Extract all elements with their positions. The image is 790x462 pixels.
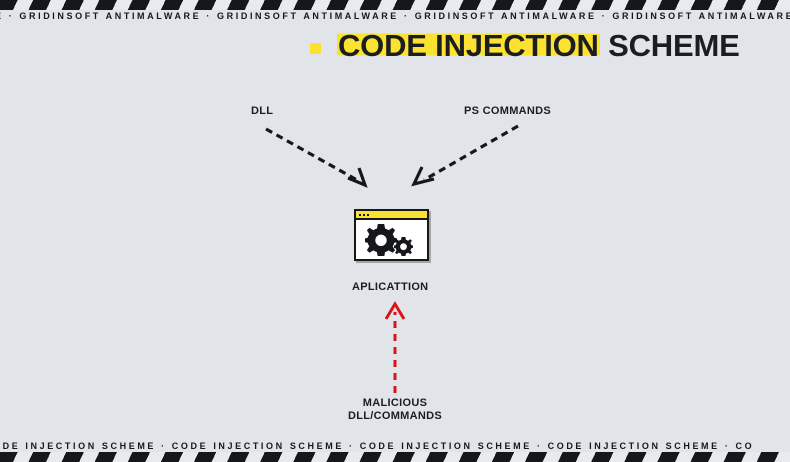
square-bullet-icon (310, 42, 321, 54)
page-title: CODE INJECTION SCHEME (310, 28, 740, 64)
hazard-stripe-bottom (0, 452, 790, 462)
gears-window-icon (354, 209, 429, 261)
marquee-bottom-text: ODE INJECTION SCHEME · CODE INJECTION SC… (0, 441, 755, 451)
label-malicious: MALICIOUS DLL/COMMANDS (336, 397, 454, 422)
arrow-dll (265, 127, 368, 188)
titlebar-dot (363, 213, 365, 216)
label-malicious-line2: DLL/COMMANDS (347, 409, 443, 422)
label-ps-commands: PS COMMANDS (464, 105, 552, 117)
arrow-ps-commands (411, 124, 519, 187)
page-title-text: CODE INJECTION SCHEME (337, 28, 740, 64)
arrow-malicious (384, 301, 406, 393)
page-title-highlighted: CODE INJECTION (337, 28, 600, 63)
gear-large-icon (365, 224, 397, 256)
titlebar-dot (359, 213, 361, 216)
marquee-top-text: ANTIMALWARE · GRIDINSOFT ANTIMALWARE · G… (0, 11, 790, 21)
window-titlebar (356, 211, 427, 220)
marquee-bottom: ODE INJECTION SCHEME · CODE INJECTION SC… (0, 440, 790, 452)
marquee-top: ANTIMALWARE · GRIDINSOFT ANTIMALWARE · G… (0, 10, 790, 22)
label-dll: DLL (251, 105, 274, 117)
titlebar-dot (367, 213, 369, 216)
label-application: APLICATTION (352, 281, 429, 293)
label-malicious-line1: MALICIOUS (362, 397, 428, 409)
window-body (356, 220, 427, 259)
gear-small-icon (394, 237, 413, 256)
page-title-plain: SCHEME (599, 28, 740, 63)
hazard-stripe-top (0, 0, 790, 10)
